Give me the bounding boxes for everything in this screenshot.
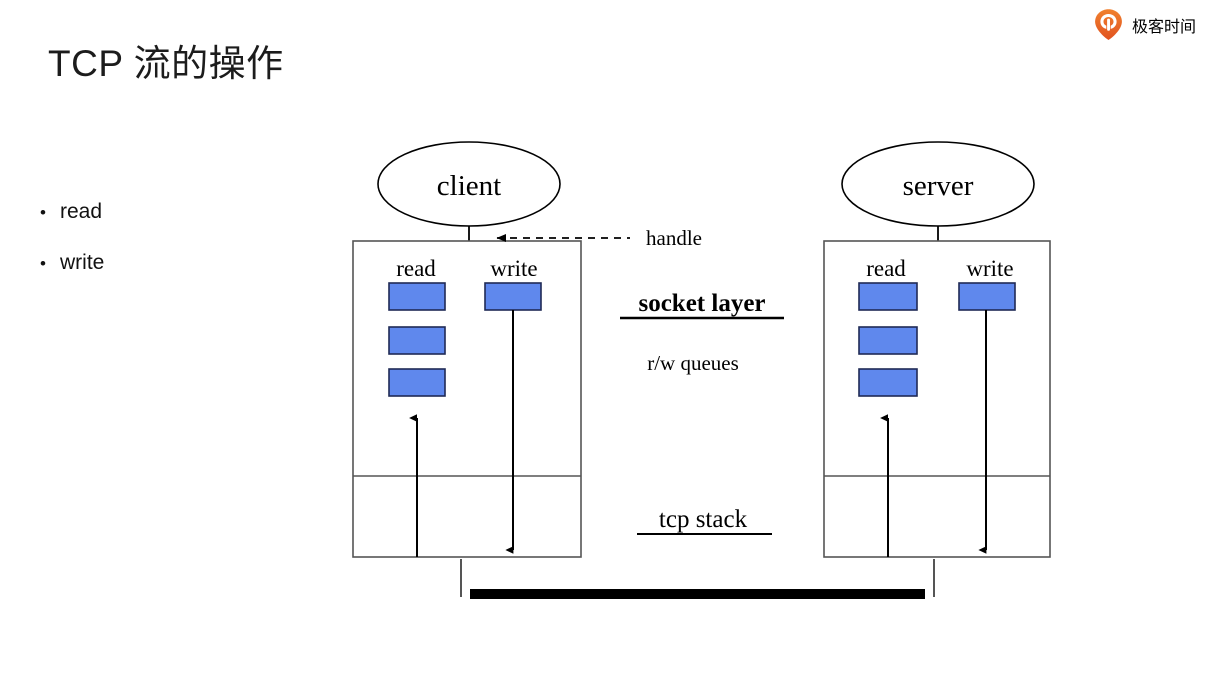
node-server: server <box>841 141 1035 227</box>
geektime-logo-icon <box>1092 8 1125 41</box>
server-label: server <box>903 170 974 202</box>
network-link-bar <box>470 589 925 599</box>
queue-box <box>388 326 446 355</box>
queue-box <box>858 326 918 355</box>
client-label: client <box>437 170 501 202</box>
client-write-queue-group <box>484 282 542 311</box>
server-read-queue-group <box>858 282 918 397</box>
client-read-queue-group <box>388 282 446 397</box>
bullet-label-write: write <box>60 251 105 274</box>
server-stack-box <box>823 240 1051 558</box>
client-read-column-label: read <box>396 256 436 281</box>
tcp-stack-label: tcp stack <box>659 506 748 533</box>
tcp-stack-annotation: tcp stack <box>637 506 772 535</box>
rw-queues-label: r/w queues <box>647 351 739 375</box>
server-write-queue-group <box>958 282 1016 311</box>
queue-box <box>958 282 1016 311</box>
bullet-marker-icon: • <box>40 203 46 222</box>
server-read-column-label: read <box>866 256 906 281</box>
brand-name: 极客时间 <box>1131 18 1196 36</box>
list-item: • write <box>40 251 280 275</box>
handle-label: handle <box>646 226 702 250</box>
node-client: client <box>377 141 561 227</box>
client-write-column-label: write <box>490 256 537 281</box>
bullet-label-read: read <box>60 200 103 223</box>
socket-layer-label: socket layer <box>638 290 765 317</box>
queue-box <box>858 368 918 397</box>
brand-logo: 极客时间 <box>1092 8 1196 41</box>
bullet-list: • read • write <box>40 200 280 302</box>
client-stack-box <box>352 240 582 558</box>
server-write-column-label: write <box>966 256 1013 281</box>
server-box-outline <box>823 240 1051 558</box>
queue-box <box>858 282 918 311</box>
page-title: TCP 流的操作 <box>48 43 284 84</box>
client-box-outline <box>352 240 582 558</box>
queue-box <box>388 282 446 311</box>
socket-layer-annotation: socket layer <box>620 290 784 320</box>
queue-box <box>484 282 542 311</box>
list-item: • read <box>40 200 280 224</box>
bullet-marker-icon: • <box>40 254 46 273</box>
queue-box <box>388 368 446 397</box>
